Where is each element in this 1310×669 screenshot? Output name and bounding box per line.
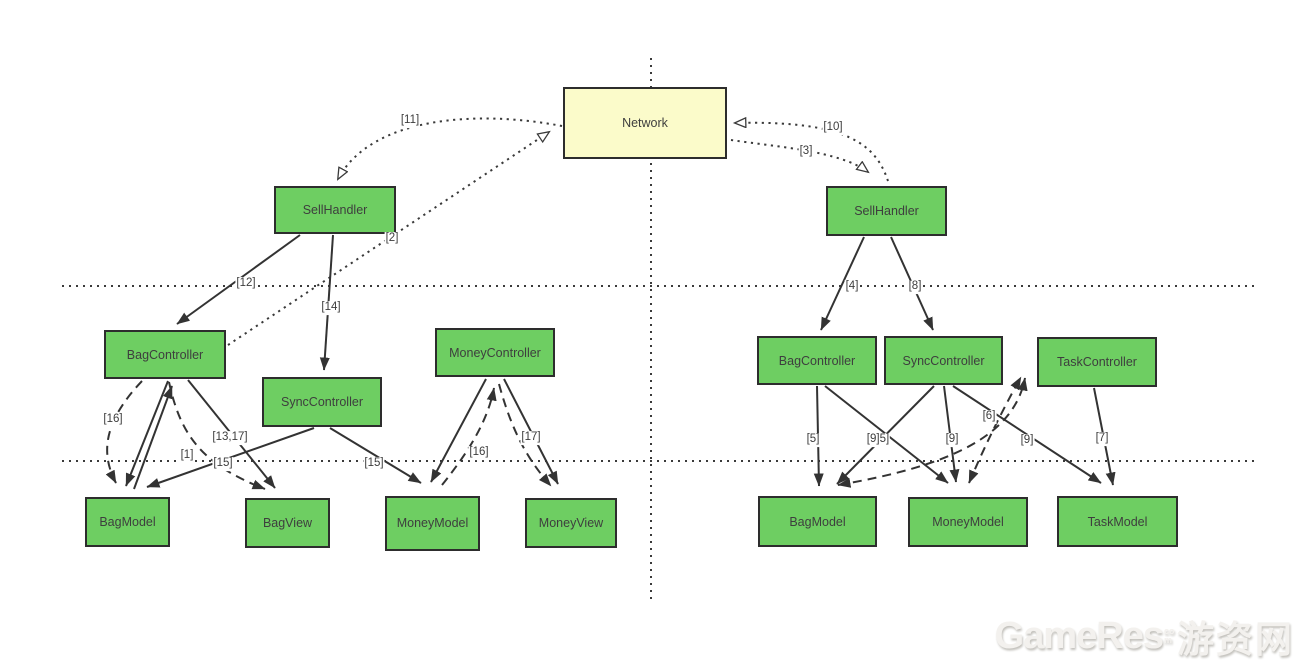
watermark-brand: GameRes: [994, 614, 1164, 657]
edge-label-11: [11]: [399, 114, 421, 128]
edge-label-17: [17]: [520, 431, 542, 445]
node-bagmodel-right: BagModel: [758, 496, 877, 547]
node-moneycontroller-left: MoneyController: [435, 328, 555, 377]
edge-synccontroller-left-to-moneymodel-15: [329, 427, 422, 484]
edge-bagcontroller-left-to-bagview-dashed: [168, 381, 266, 490]
node-moneyview-left: MoneyView: [525, 498, 617, 548]
edge-label-5: [5]: [805, 433, 821, 447]
edge-network-to-sellhandler-right-3: [730, 139, 868, 172]
edge-label-6: [6]: [981, 410, 997, 424]
node-synccontroller-right: SyncController: [884, 336, 1003, 385]
node-taskcontroller-right: TaskController: [1037, 337, 1157, 387]
node-bagcontroller-right: BagController: [757, 336, 877, 385]
edge-label-9-task: [9]: [1019, 434, 1035, 448]
gameres-watermark: GameRes com 游资网: [995, 609, 1294, 663]
edge-moneycontroller-to-moneymodel: [430, 378, 487, 483]
edge-label-4: [4]: [844, 280, 860, 294]
edge-label-14: [14]: [320, 301, 342, 315]
edge-label-8: [8]: [907, 280, 923, 294]
edge-label-3: [3]: [798, 145, 814, 159]
edge-sellhandler-right-to-bagcontroller-4: [820, 236, 865, 331]
edge-label-1: [1]: [179, 449, 195, 463]
watermark-chinese: 游资网: [1177, 619, 1294, 660]
edge-network-to-sellhandler-left-11: [338, 117, 563, 179]
edge-label-7: [7]: [1094, 432, 1110, 446]
edge-moneymodel-to-moneycontroller-dashed-16: [441, 387, 497, 486]
node-bagmodel-left: BagModel: [85, 497, 170, 547]
node-synccontroller-left: SyncController: [262, 377, 382, 427]
edge-label-10: [10]: [822, 121, 844, 135]
node-sellhandler-left: SellHandler: [274, 186, 396, 234]
edge-label-13-17: [13,17]: [211, 431, 249, 445]
node-moneymodel-left: MoneyModel: [385, 496, 480, 551]
edge-label-2: [2]: [384, 232, 400, 246]
node-bagview-left: BagView: [245, 498, 330, 548]
edge-label-9-5: [9]5]: [865, 433, 891, 447]
edge-label-16-bag: [16]: [102, 413, 124, 427]
edge-bagcontroller-left-to-bagmodel-dashed-16: [105, 380, 143, 484]
node-bagcontroller-left: BagController: [104, 330, 226, 379]
edge-label-16-money: [16]: [468, 446, 490, 460]
node-moneymodel-right: MoneyModel: [908, 497, 1028, 547]
node-sellhandler-right: SellHandler: [826, 186, 947, 236]
edge-bagmodel-to-bagcontroller-up-1: [133, 385, 173, 490]
node-network: Network: [563, 87, 727, 159]
edge-label-15-right: [15]: [363, 457, 385, 471]
edge-label-9-money: [9]: [944, 433, 960, 447]
edge-label-15-left: [15]: [212, 457, 234, 471]
node-taskmodel-right: TaskModel: [1057, 496, 1178, 547]
edge-label-12: [12]: [235, 277, 257, 291]
watermark-domain: com: [1164, 626, 1175, 645]
edge-moneymodel-right-taskcontroller-dashed-6: [968, 376, 1022, 484]
edge-bagcontroller-left-to-bagmodel-down: [125, 380, 169, 487]
